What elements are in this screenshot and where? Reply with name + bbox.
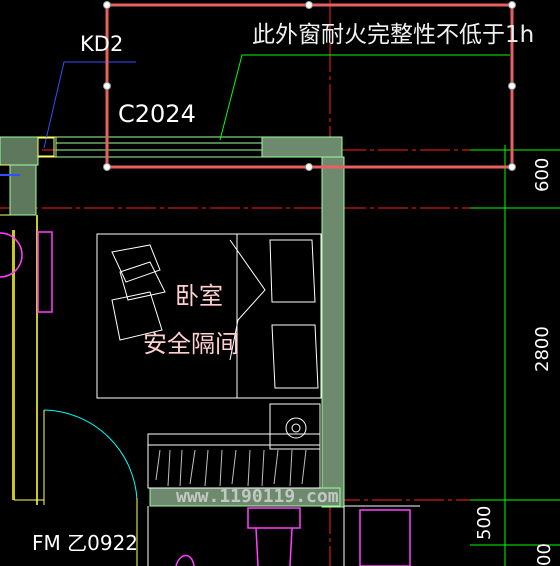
dimension-lines xyxy=(470,145,560,566)
dim-600: 600 xyxy=(532,158,553,192)
selection-box[interactable] xyxy=(103,1,516,171)
lower-walls xyxy=(147,505,420,566)
kd2-label: KD2 xyxy=(80,32,123,56)
door-swing xyxy=(14,409,138,566)
kd2-leader xyxy=(37,61,136,157)
note-leader xyxy=(219,54,510,141)
left-wall xyxy=(0,136,57,505)
door-code-label: FM 乙0922 xyxy=(32,531,138,555)
bed xyxy=(96,233,322,450)
bathroom-fixtures xyxy=(0,231,411,566)
c2024-label: C2024 xyxy=(118,100,196,128)
dim-2800: 2800 xyxy=(532,326,553,372)
watermark: www.1190119.com xyxy=(176,486,339,507)
dim-00: 00 xyxy=(534,543,555,566)
wardrobe xyxy=(147,433,321,489)
room-sub: 安全隔间 xyxy=(143,330,239,358)
right-wall xyxy=(149,156,345,508)
room-name: 卧室 xyxy=(175,282,223,310)
window-c2024 xyxy=(55,136,343,158)
dim-500: 500 xyxy=(474,506,495,540)
fire-resistance-note: 此外窗耐火完整性不低于1h xyxy=(252,22,534,48)
